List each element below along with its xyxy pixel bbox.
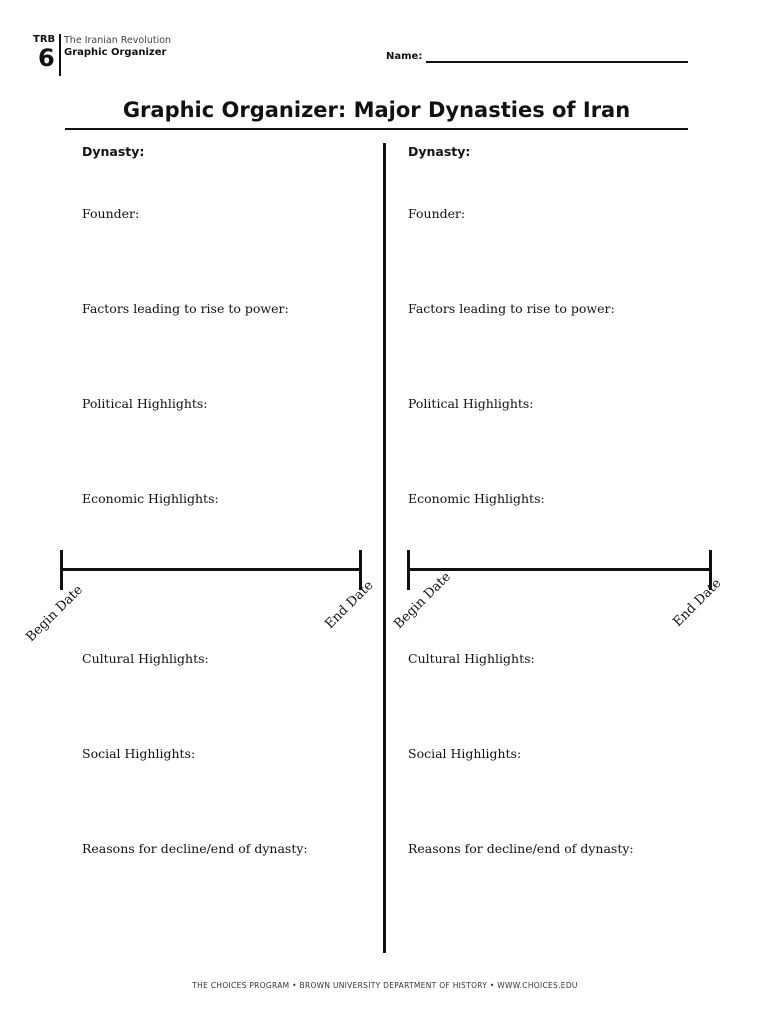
timeline-end-tick [359, 550, 362, 590]
founder-label: Founder: [82, 206, 140, 221]
economic-label: Economic Highlights: [408, 491, 545, 506]
timeline-line [62, 568, 362, 571]
timeline-end-tick [709, 550, 712, 590]
page-title: Graphic Organizer: Major Dynasties of Ir… [122, 98, 631, 122]
cultural-label: Cultural Highlights: [82, 651, 209, 666]
trb-label: TRB [33, 34, 56, 45]
political-label: Political Highlights: [82, 396, 208, 411]
doc-type: Graphic Organizer [64, 47, 167, 58]
header-divider [59, 34, 61, 76]
end-date-label: End Date [322, 577, 377, 632]
dynasty-label: Dynasty: [408, 144, 471, 159]
political-label: Political Highlights: [408, 396, 534, 411]
factors-label: Factors leading to rise to power: [82, 301, 289, 316]
decline-label: Reasons for decline/end of dynasty: [82, 841, 308, 856]
cultural-label: Cultural Highlights: [408, 651, 535, 666]
footer: The Choices Program • Brown University D… [192, 981, 578, 990]
name-label: Name: [386, 51, 423, 62]
timeline-line [409, 568, 711, 571]
name-field[interactable] [426, 61, 688, 63]
social-label: Social Highlights: [408, 746, 522, 761]
column-divider [383, 143, 386, 953]
timeline-begin-tick [60, 550, 63, 590]
unit-title: The Iranian Revolution [64, 35, 172, 46]
social-label: Social Highlights: [82, 746, 196, 761]
decline-label: Reasons for decline/end of dynasty: [408, 841, 634, 856]
economic-label: Economic Highlights: [82, 491, 219, 506]
founder-label: Founder: [408, 206, 466, 221]
trb-number: 6 [38, 44, 55, 72]
timeline-begin-tick [407, 550, 410, 590]
begin-date-label: Begin Date [23, 582, 86, 645]
title-rule [65, 128, 688, 130]
end-date-label: End Date [670, 575, 725, 630]
begin-date-label: Begin Date [391, 569, 454, 632]
factors-label: Factors leading to rise to power: [408, 301, 615, 316]
dynasty-label: Dynasty: [82, 144, 145, 159]
